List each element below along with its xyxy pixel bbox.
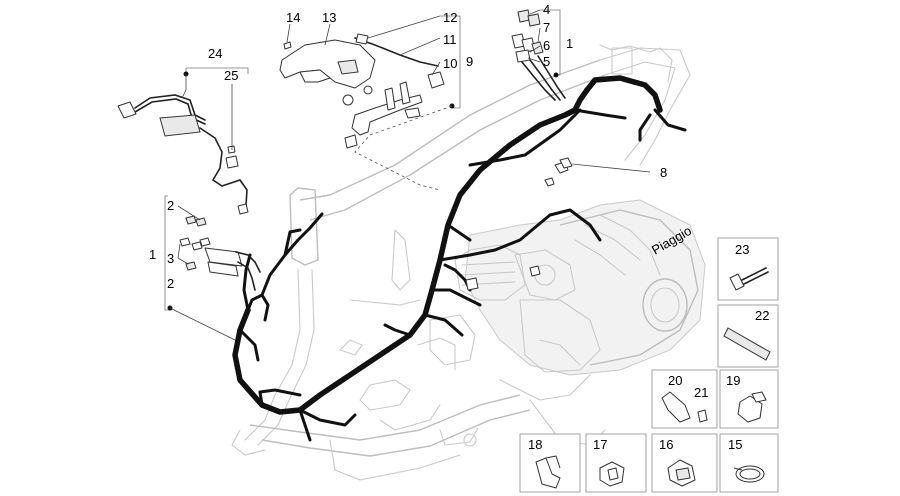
engine-outline: Piaggio xyxy=(417,199,706,376)
main-wiring-harness xyxy=(232,75,687,442)
scooter-frame-outline xyxy=(231,44,691,481)
callout-13: 13 xyxy=(322,10,336,25)
callout-5: 5 xyxy=(543,54,550,69)
callout-1-left: 1 xyxy=(149,247,156,262)
callout-16: 16 xyxy=(659,437,673,452)
callout-1-top: 1 xyxy=(566,36,573,51)
callout-14: 14 xyxy=(286,10,300,25)
harness-connectors xyxy=(465,161,569,291)
callout-9: 9 xyxy=(466,54,473,69)
callout-17: 17 xyxy=(593,437,607,452)
relay-group xyxy=(511,9,566,101)
callout-19: 19 xyxy=(726,373,740,388)
part-box-22 xyxy=(717,304,779,368)
callout-15: 15 xyxy=(728,437,742,452)
callout-12: 12 xyxy=(443,10,457,25)
callout-25: 25 xyxy=(224,68,238,83)
callout-6: 6 xyxy=(543,38,550,53)
callout-4: 4 xyxy=(543,2,550,17)
callout-24: 24 xyxy=(208,46,222,61)
callout-3: 3 xyxy=(167,251,174,266)
callout-11: 11 xyxy=(443,32,457,47)
callout-18: 18 xyxy=(528,437,542,452)
sub-harness-24 xyxy=(117,94,249,215)
callout-21: 21 xyxy=(694,385,708,400)
callout-22: 22 xyxy=(755,308,769,323)
callout-10: 10 xyxy=(443,56,457,71)
part-box-20-21 xyxy=(651,369,718,429)
part-box-16 xyxy=(651,433,718,493)
dashboard-bracket-group xyxy=(279,33,445,149)
callout-23: 23 xyxy=(735,242,749,257)
callout-7: 7 xyxy=(543,20,550,35)
callout-frames xyxy=(164,9,651,341)
callout-20: 20 xyxy=(668,373,682,388)
part-box-15 xyxy=(719,433,779,493)
part-box-17 xyxy=(585,433,647,493)
callout-2-bottom: 2 xyxy=(167,276,174,291)
callout-2-top: 2 xyxy=(167,198,174,213)
part-box-19 xyxy=(719,369,779,429)
callout-labels: 14 13 12 11 10 9 24 25 4 7 6 5 1 8 2 1 3… xyxy=(149,2,769,452)
part-box-18 xyxy=(519,433,581,493)
part-box-23 xyxy=(717,237,779,301)
callout-8: 8 xyxy=(660,165,667,180)
part-8-connector xyxy=(559,157,573,169)
connector-group-2-3 xyxy=(179,215,261,291)
